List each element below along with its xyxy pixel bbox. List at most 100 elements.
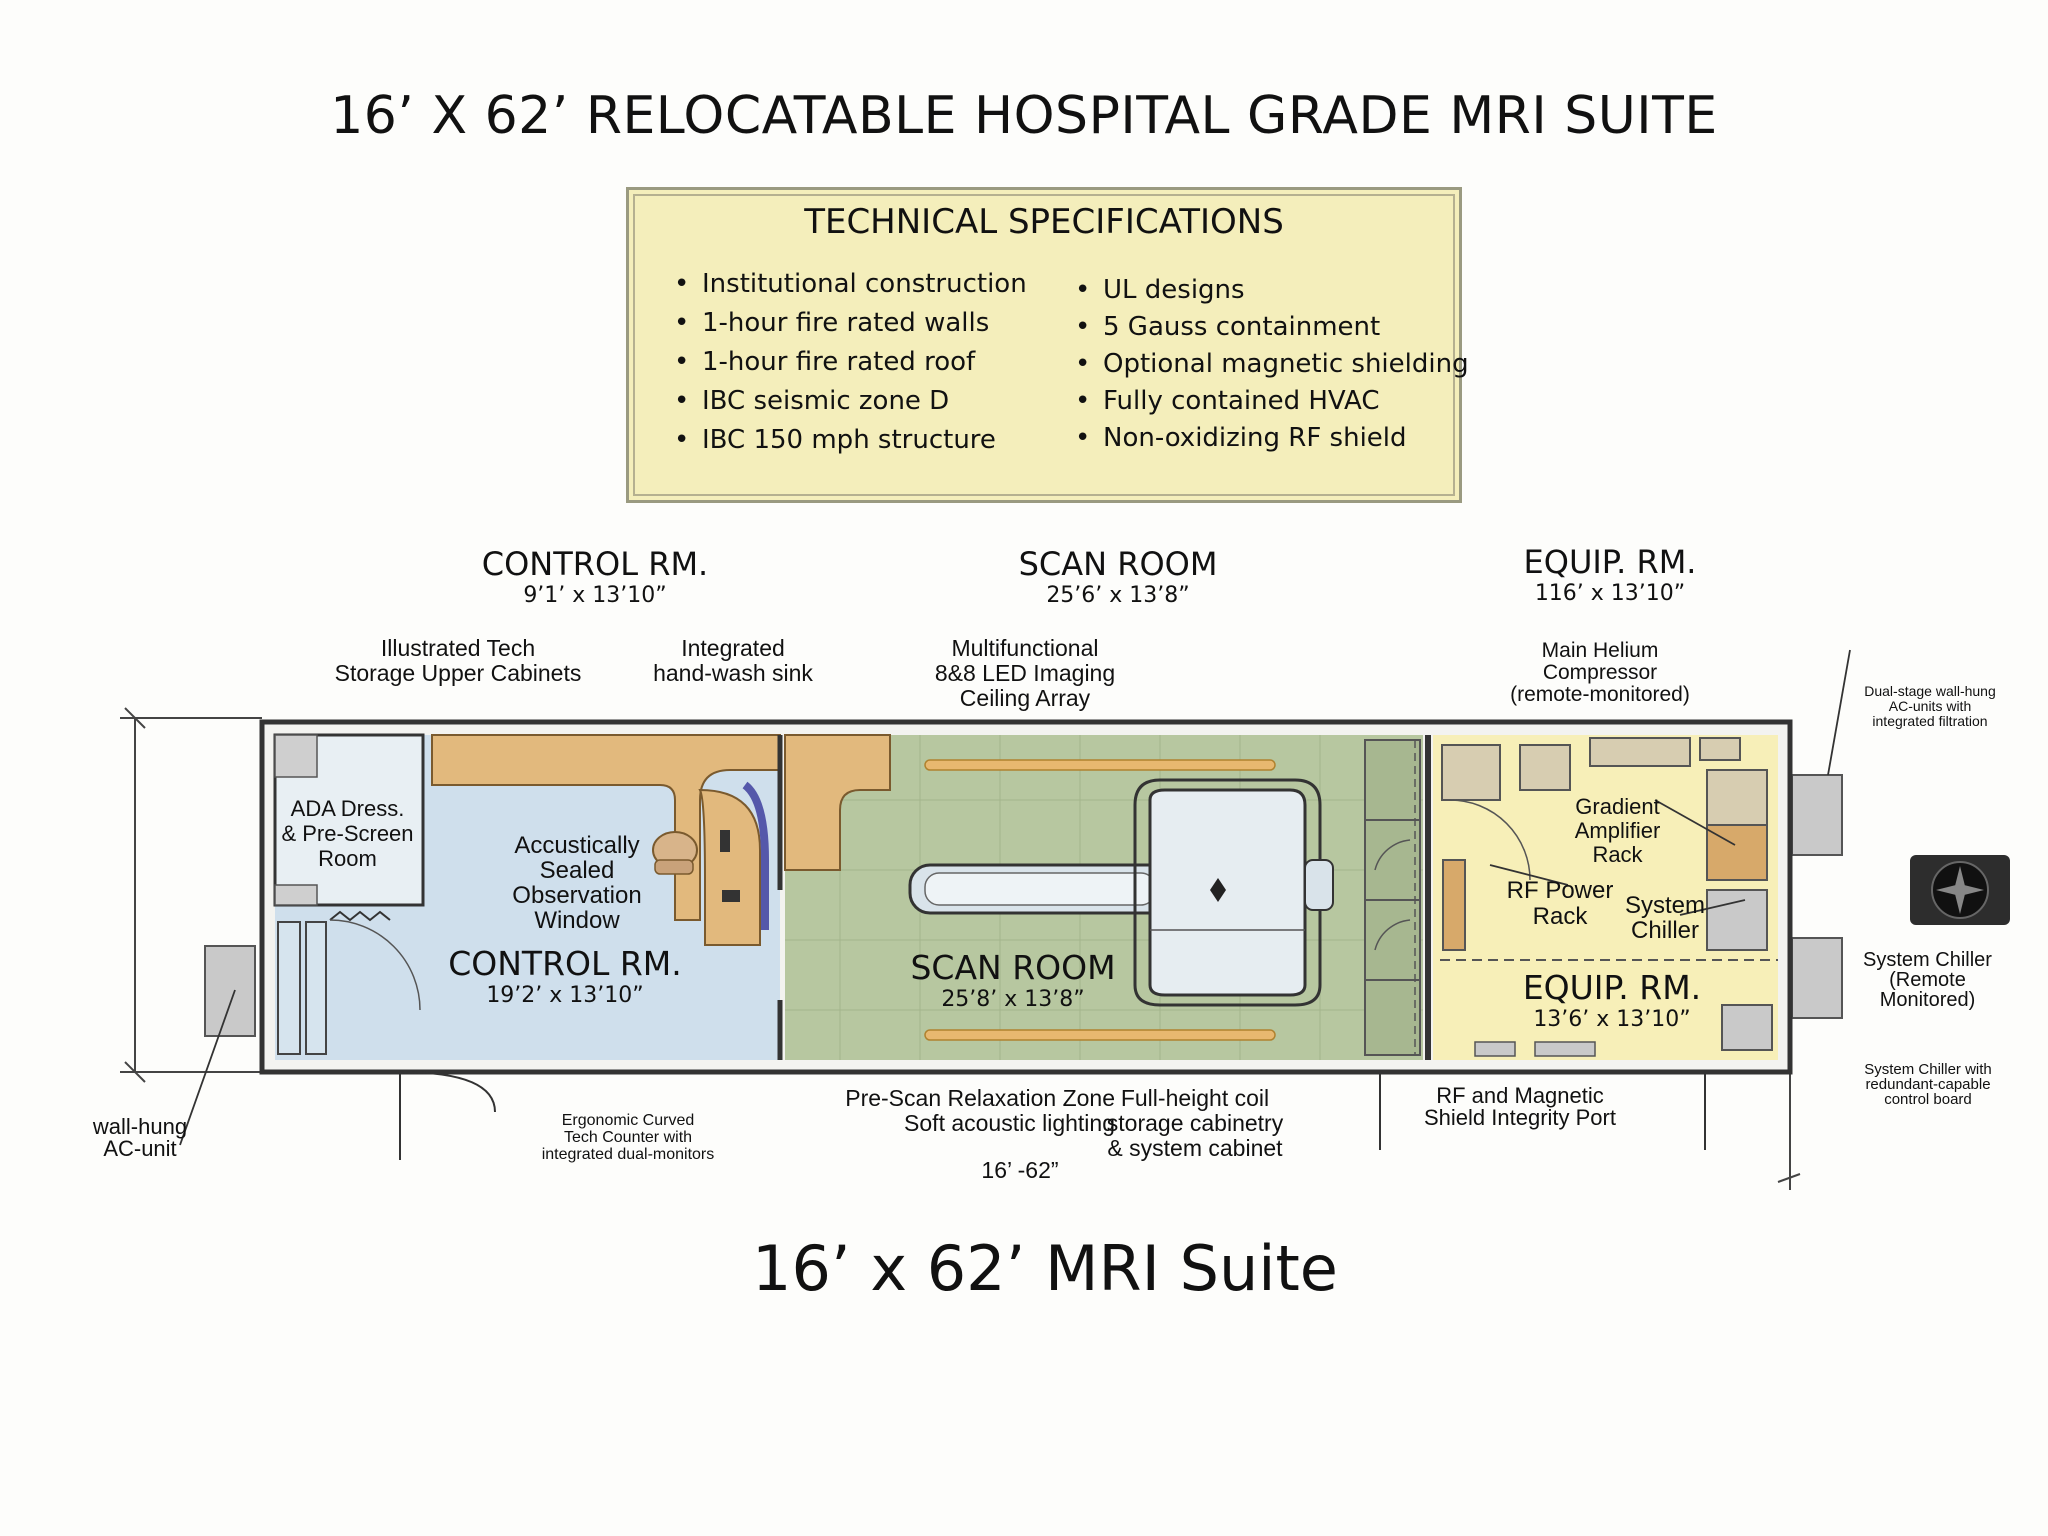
callout-line: integrated filtration [1872, 713, 1988, 729]
tech-storage-callout: Illustrated Tech Storage Upper Cabinets [308, 636, 608, 686]
callout-line: Monitored) [1879, 989, 1976, 1011]
callout-line: Tech Counter with [563, 1129, 693, 1146]
scan-room-name: SCAN ROOM [910, 948, 1116, 987]
specifications-list-right: UL designs 5 Gauss containment Optional … [1067, 272, 1469, 457]
spec-item: IBC 150 mph structure [666, 421, 1027, 460]
right-ac-unit-lower [1791, 937, 1843, 1019]
coil-storage-callout: Full-height coil storage cabinetry & sys… [1090, 1086, 1300, 1161]
spec-item: 1-hour fire rated roof [666, 343, 1027, 382]
callout-line: Multifunctional [951, 635, 1099, 661]
spec-item: IBC seismic zone D [666, 382, 1027, 421]
callout-line: AC-unit [103, 1136, 177, 1161]
spec-item: Institutional construction [666, 265, 1027, 304]
callout-line: Ceiling Array [959, 685, 1091, 711]
scan-section-header: SCAN ROOM 25’6’ x 13’8” [968, 545, 1268, 608]
callout-line: (remote-monitored) [1510, 683, 1690, 706]
equip-section-dim: 116’ x 13’10” [1534, 581, 1686, 606]
callout-line: Shield Integrity Port [1424, 1105, 1616, 1130]
specifications-list-left: Institutional construction 1-hour fire r… [666, 265, 1027, 460]
rf-power-rack-label: RF Power Rack [1490, 878, 1630, 930]
callout-line: (Remote [1889, 969, 1966, 991]
right-dimension-line [1777, 1072, 1801, 1190]
callout-line: Illustrated Tech [380, 635, 536, 661]
prescan-zone-callout: Pre-Scan Relaxation Zone Soft acoustic l… [825, 1086, 1115, 1136]
spec-item: UL designs [1067, 272, 1469, 309]
helium-compressor-callout: Main Helium Compressor (remote-monitored… [1480, 640, 1720, 706]
callout-line: System Chiller [1863, 949, 1992, 971]
room-label-line: Sealed [539, 857, 615, 884]
room-label-line: Observation [512, 882, 642, 909]
control-section-dim: 9’1’ x 13’10” [523, 583, 667, 608]
callout-line: integrated dual-monitors [541, 1146, 715, 1163]
equip-room-dim: 13’6’ x 13’10” [1533, 1007, 1691, 1032]
room-label-line: Amplifier [1574, 818, 1661, 843]
callout-line: wall-hung [92, 1114, 188, 1139]
callout-line: Main Helium [1541, 639, 1659, 662]
led-array-callout: Multifunctional 8&8 LED Imaging Ceiling … [895, 636, 1155, 711]
callout-line: storage cabinetry [1106, 1110, 1284, 1136]
page-title: 16’ X 62’ RELOCATABLE HOSPITAL GRADE MRI… [330, 86, 1718, 146]
room-label-line: Room [318, 846, 377, 871]
callout-line: control board [1884, 1091, 1972, 1108]
spec-item: 5 Gauss containment [1067, 309, 1469, 346]
observation-window-label: Accustically Sealed Observation Window [477, 833, 677, 933]
spec-item: Optional magnetic shielding [1067, 346, 1469, 383]
rf-port-callout: RF and Magnetic Shield Integrity Port [1405, 1085, 1635, 1129]
room-label-line: Gradient [1575, 794, 1660, 819]
control-section-header: CONTROL RM. 9’1’ x 13’10” [445, 545, 745, 608]
room-label-line: & Pre-Screen [281, 821, 414, 846]
callout-line: Soft acoustic lighting [904, 1110, 1115, 1136]
tech-counter [698, 788, 761, 946]
scan-room-dim: 25’8’ x 13’8” [941, 987, 1085, 1012]
room-label-line: ADA Dress. [290, 796, 405, 821]
room-label-line: Chiller [1630, 917, 1699, 944]
specifications-heading: TECHNICAL SPECIFICATIONS [804, 202, 1284, 242]
callout-line: & system cabinet [1107, 1135, 1283, 1161]
callout-line: RF and Magnetic [1436, 1083, 1604, 1108]
control-section-name: CONTROL RM. [481, 545, 709, 583]
callout-line: Pre-Scan Relaxation Zone [845, 1085, 1115, 1111]
callout-line: AC-units with [1888, 698, 1972, 714]
external-chiller-callout: System Chiller (Remote Monitored) [1840, 950, 2015, 1010]
dual-ac-callout: Dual-stage wall-hung AC-units with integ… [1830, 684, 2030, 729]
control-room-label: CONTROL RM. 19’2’ x 13’10” [415, 944, 715, 1008]
room-label-line: Accustically [514, 832, 640, 859]
wall-ac-callout: wall-hung AC-unit [70, 1116, 210, 1160]
scan-section-name: SCAN ROOM [1018, 545, 1218, 583]
scan-section-dim: 25’6’ x 13’8” [1046, 583, 1190, 608]
room-label-line: RF Power [1506, 877, 1614, 904]
callout-line: Full-height coil [1120, 1085, 1270, 1111]
callout-line: Dual-stage wall-hung [1864, 683, 1996, 699]
left-ac-unit [204, 945, 256, 1037]
callout-line: Compressor [1542, 661, 1658, 684]
equip-room-name: EQUIP. RM. [1522, 968, 1702, 1007]
callout-line: hand-wash sink [653, 660, 813, 686]
specifications-panel: TECHNICAL SPECIFICATIONS Institutional c… [626, 187, 1469, 503]
upper-cabinets [431, 734, 781, 921]
ada-room-label: ADA Dress. & Pre-Screen Room [270, 796, 425, 871]
room-label-line: Rack [1532, 903, 1588, 930]
room-label-line: System [1624, 892, 1705, 919]
equip-room-label: EQUIP. RM. 13’6’ x 13’10” [1462, 968, 1762, 1032]
mri-scanner [908, 778, 1334, 1007]
system-chiller-label: System Chiller [1610, 893, 1720, 943]
page-subtitle: 16’ x 62’ MRI Suite [752, 1232, 1338, 1305]
spec-item: 1-hour fire rated walls [666, 304, 1027, 343]
control-room-name: CONTROL RM. [448, 944, 682, 983]
callout-line: 8&8 LED Imaging [934, 660, 1116, 686]
right-ac-unit-upper [1791, 774, 1843, 856]
control-room-dim: 19’2’ x 13’10” [486, 983, 644, 1008]
equip-section-header: EQUIP. RM. 116’ x 13’10” [1460, 543, 1760, 606]
spec-item: Non-oxidizing RF shield [1067, 420, 1469, 457]
chiller-board-callout: System Chiller with redundant-capable co… [1838, 1062, 2018, 1107]
callout-line: Storage Upper Cabinets [334, 660, 582, 686]
tech-counter-callout: Ergonomic Curved Tech Counter with integ… [508, 1112, 748, 1163]
room-label-line: Rack [1592, 842, 1643, 867]
room-label-line: Window [534, 907, 620, 934]
callout-line: Integrated [681, 635, 785, 661]
spec-item: Fully contained HVAC [1067, 383, 1469, 420]
callout-line: System Chiller with [1864, 1061, 1992, 1078]
sink-callout: Integrated hand-wash sink [613, 636, 853, 686]
scan-room-label: SCAN ROOM 25’8’ x 13’8” [863, 948, 1163, 1012]
